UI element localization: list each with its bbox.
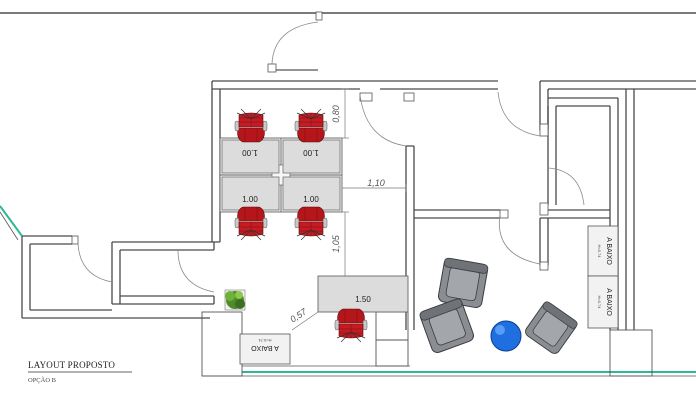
cabinet-sublabel: H=0.74: [597, 244, 602, 258]
office-chair-icon: [234, 108, 268, 143]
cabinet: A BAIXO H=0.74: [587, 275, 619, 329]
desk-label: 1.50: [355, 295, 371, 304]
desk: 1.00: [221, 139, 280, 174]
plan-subtitle: OPÇÃO B: [28, 377, 56, 384]
title-block: LAYOUT PROPOSTO OPÇÃO B: [28, 360, 115, 384]
plant-icon: [224, 289, 246, 311]
office-chair-icon: [334, 308, 368, 343]
walls-main: [21, 80, 696, 330]
cabinet-label: A BAIXO: [251, 344, 279, 351]
desk: 1.00: [282, 176, 341, 211]
plan-title: LAYOUT PROPOSTO: [28, 360, 116, 370]
armchair-icon: [522, 299, 580, 357]
glass-wall: [0, 205, 23, 241]
desk: 1.00: [221, 176, 280, 211]
dimension-label: 1,10: [367, 178, 385, 188]
office-chair-icon: [294, 206, 328, 241]
door-swings: [77, 91, 585, 293]
cabinet-sublabel: H=0.74: [258, 338, 272, 343]
desk: 1.00: [282, 139, 341, 174]
wall-posts: [71, 92, 549, 271]
dimension-label: 1,05: [331, 234, 341, 253]
office-chair-icon: [234, 206, 268, 241]
cabinet-label: A BAIXO: [605, 237, 612, 265]
armchair-icon: [437, 257, 489, 309]
desk: 1.50: [317, 275, 409, 313]
dimension-label: 0,57: [288, 306, 309, 325]
counter: [375, 311, 409, 367]
door-swing-icon: [267, 21, 319, 73]
desk-label: 1.00: [242, 195, 258, 204]
dimension-lines: [291, 88, 407, 331]
cabinet-sublabel: H=0.74: [597, 295, 602, 309]
office-chair-icon: [294, 108, 328, 143]
ball-icon: [490, 320, 522, 352]
desk-label: 1.00: [303, 148, 319, 157]
cabinet: A BAIXO H=0.74: [587, 225, 619, 277]
wall-top: [0, 11, 696, 21]
dimension-label: 0,80: [331, 105, 341, 123]
cabinet-label: A BAIXO: [605, 288, 612, 316]
desk-label: 1.00: [303, 195, 319, 204]
desk-label: 1.00: [242, 148, 258, 157]
cabinet: A BAIXO H=0.74: [239, 333, 291, 365]
